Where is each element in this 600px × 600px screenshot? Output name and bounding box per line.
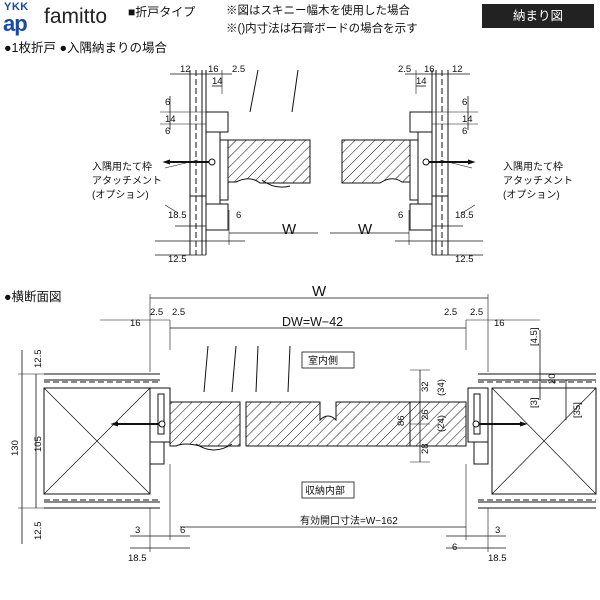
dim-3-left: 3	[135, 525, 140, 536]
dim-16-right-top: 16	[494, 318, 505, 329]
dim-24-paren: (24)	[436, 415, 447, 432]
effective-opening-label: 有効開口寸法=W−162	[300, 514, 398, 527]
dim-130: 130	[10, 440, 21, 456]
dim-12-left: 12	[180, 64, 191, 75]
dim-26: 26	[420, 409, 431, 420]
section-2-cross-section	[18, 294, 597, 552]
overall-width-label: W	[312, 283, 327, 300]
skinny-baseboard-note: ※図はスキニー幅木を使用した場合	[226, 5, 410, 17]
dim-6-left-bottom-2: 6	[180, 525, 185, 536]
room-interior-label: 室内側	[308, 354, 338, 367]
section-2-title: ●横断面図	[4, 290, 62, 304]
dim-12-5-bottom: 12.5	[33, 522, 44, 541]
width-label-left: W	[282, 221, 297, 238]
dim-18-5-right: 18.5	[455, 210, 474, 221]
dim-2-5-left: 2.5	[232, 64, 245, 75]
dim-18-5-right-bottom: 18.5	[488, 553, 507, 564]
dim-14-left: 14	[212, 76, 223, 87]
dim-28: 28	[420, 443, 431, 454]
product-type-label: ■折戸タイプ	[128, 5, 196, 19]
dim-6-right-side: 6	[462, 126, 467, 137]
dim-86: 86	[396, 415, 407, 426]
dim-16-left: 16	[208, 64, 219, 75]
dim-6-right-top: 6	[462, 97, 467, 108]
dw-label: DW=W−42	[282, 315, 343, 329]
dim-16-right: 16	[424, 64, 435, 75]
dim-35-bracket: [35]	[572, 402, 583, 418]
dim-6-left-side: 6	[165, 126, 170, 137]
dim-2-5-right: 2.5	[398, 64, 411, 75]
callout-left-line-3: (オプション)	[92, 189, 149, 201]
callout-left-line-2: アタッチメント	[92, 175, 162, 187]
dim-3-right: 3	[495, 525, 500, 536]
dim-12-5-right: 12.5	[455, 254, 474, 265]
logo-ap-text: ap	[3, 11, 28, 36]
section-1-title: ●1枚折戸 ●入隅納まりの場合	[4, 41, 168, 55]
storage-interior-label: 収納内部	[305, 484, 345, 497]
section-1-right-detail	[330, 70, 483, 256]
callout-right-line-3: (オプション)	[503, 189, 560, 201]
width-label-right: W	[358, 221, 373, 238]
dim-2-5-d: 2.5	[470, 307, 483, 318]
callout-right-line-1: 入隅用たて枠	[503, 160, 563, 173]
dim-14-right-side: 14	[462, 114, 473, 125]
dim-2-5-c: 2.5	[444, 307, 457, 318]
dim-18-5-left-bottom: 18.5	[128, 553, 147, 564]
dim-4-5-bracket: [4.5]	[529, 328, 540, 347]
dim-12-right: 12	[452, 64, 463, 75]
callout-right-line-2: アタッチメント	[503, 175, 573, 187]
dim-18-5-left: 18.5	[168, 210, 187, 221]
dim-12-5-left: 12.5	[168, 254, 187, 265]
dim-12-5-top: 12.5	[33, 350, 44, 369]
dim-105: 105	[33, 436, 44, 452]
section-1-left-detail	[155, 69, 318, 256]
callout-left-line-1: 入隅用たて枠	[92, 160, 152, 173]
dim-14-left-side: 14	[165, 114, 176, 125]
dim-6-left-bottom: 6	[236, 210, 241, 221]
dim-32: 32	[420, 381, 431, 392]
dim-2-5-a: 2.5	[150, 307, 163, 318]
drawing-type-badge: 納まり図	[482, 4, 594, 28]
dim-3-bracket: [3]	[529, 397, 540, 408]
logo-ykk-text: YKK	[4, 1, 29, 13]
dim-6-left-top: 6	[165, 97, 170, 108]
dim-34-paren: (34)	[436, 379, 447, 396]
dim-6-right-bottom-2: 6	[452, 542, 457, 553]
dim-14-right: 14	[416, 76, 427, 87]
dim-6-right-bottom: 6	[398, 210, 403, 221]
gypsum-board-note: ※()内寸法は石膏ボードの場合を示す	[226, 23, 418, 35]
dim-2-5-b: 2.5	[172, 307, 185, 318]
dim-20: 20	[547, 373, 558, 384]
dim-16-left-top: 16	[130, 318, 141, 329]
brand-name: famitto	[44, 5, 108, 28]
